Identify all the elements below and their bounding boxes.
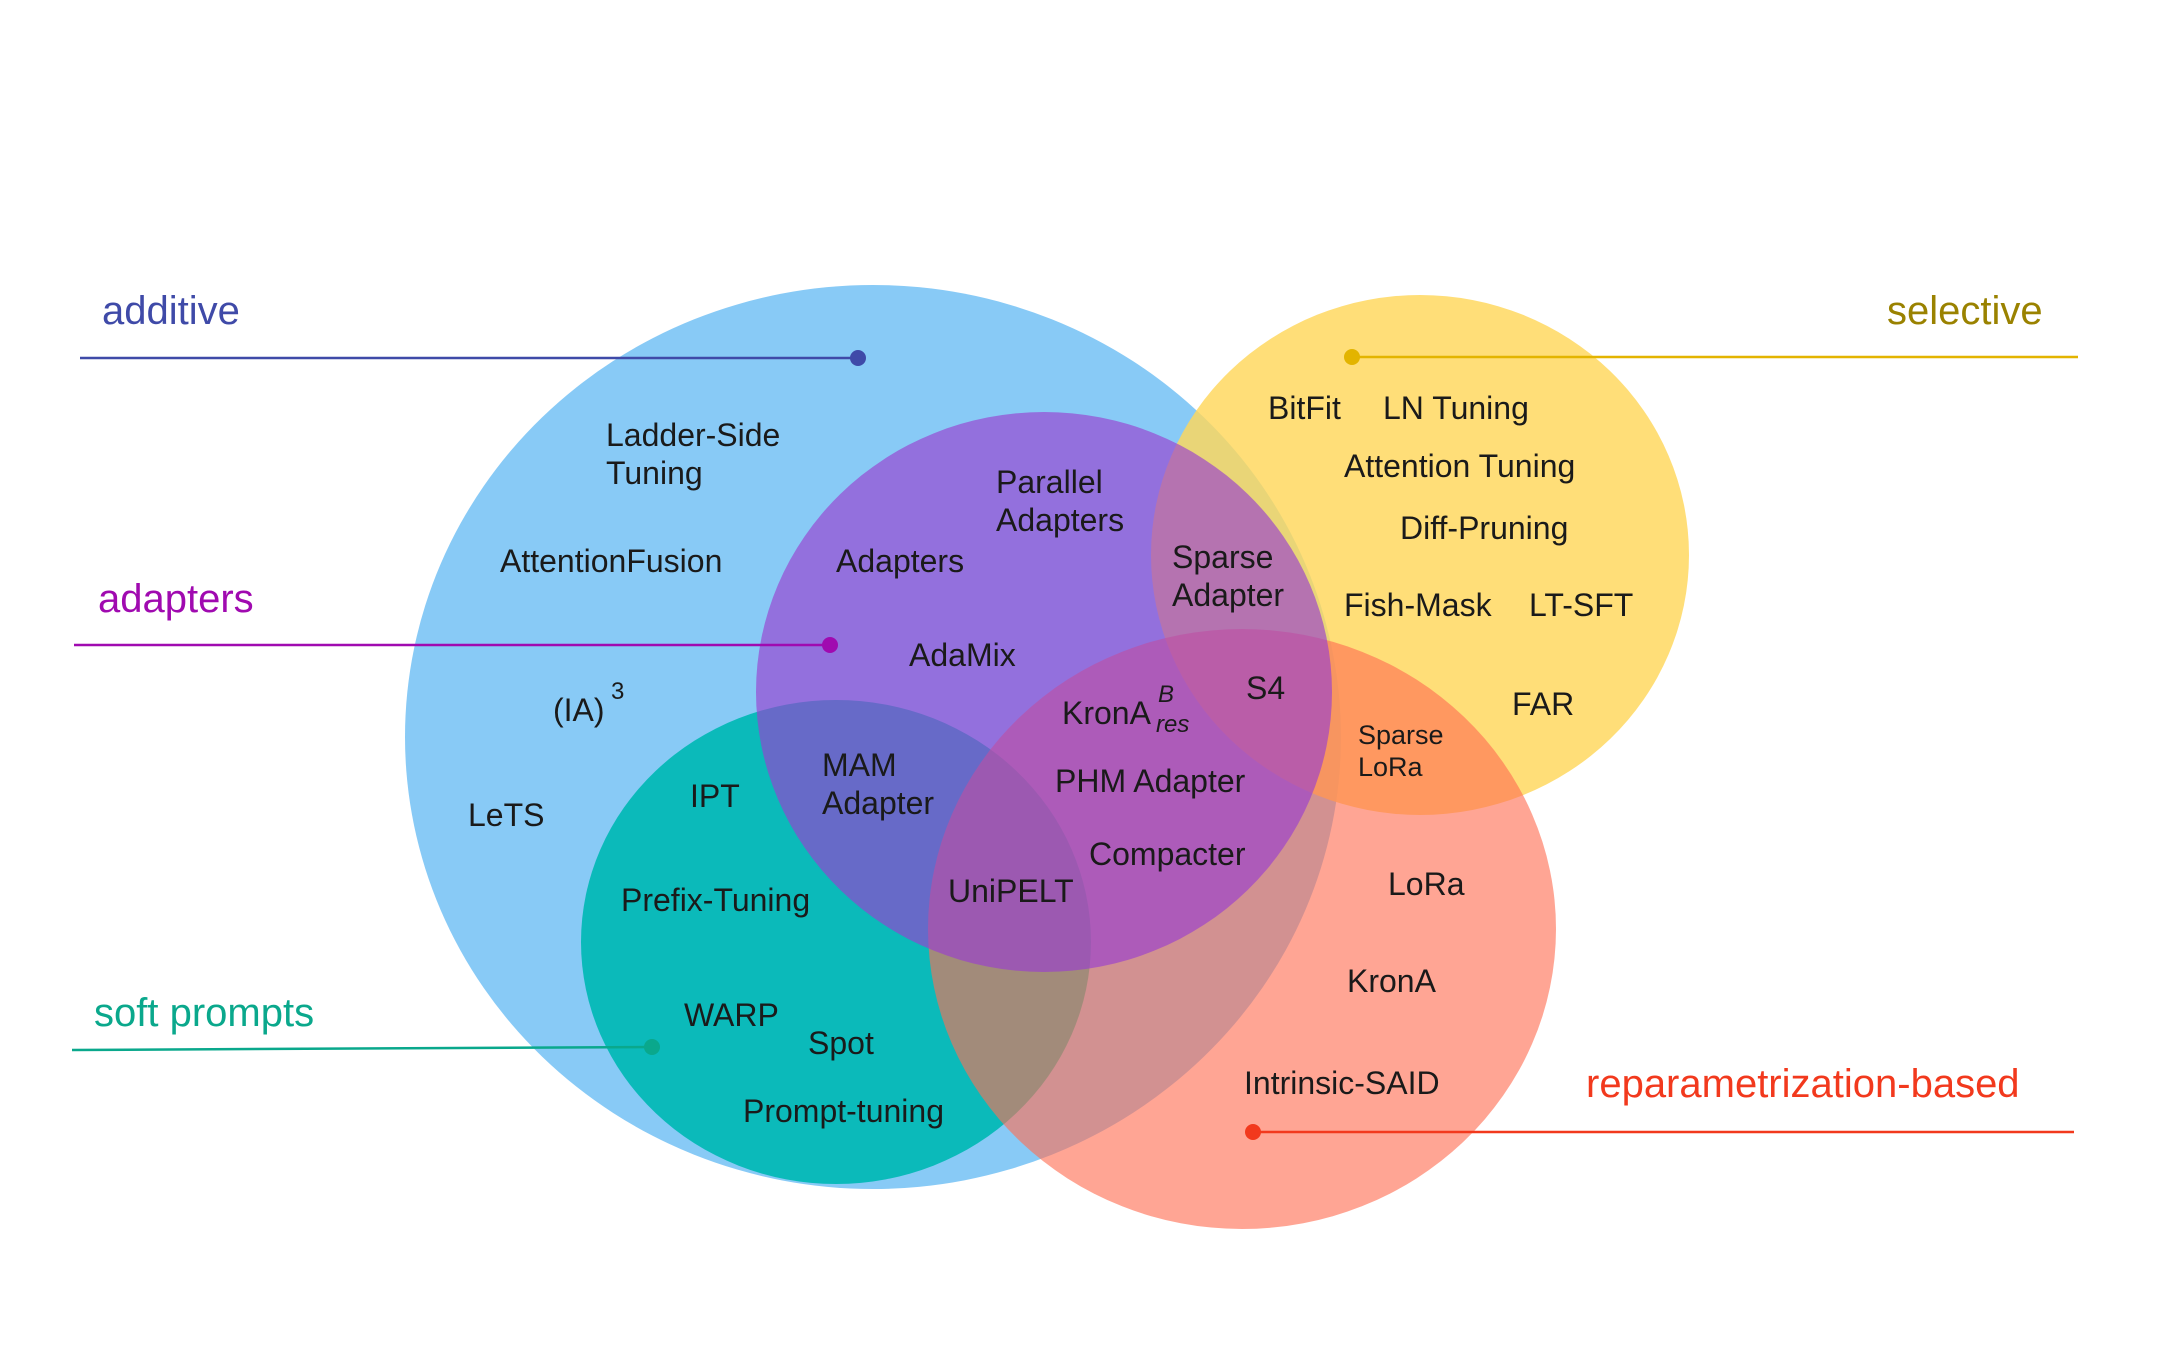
method-prompt-tuning: Prompt-tuning xyxy=(743,1093,944,1129)
method-krona-res-superscript: B xyxy=(1158,681,1175,708)
method-lets: LeTS xyxy=(468,797,545,833)
method-sparse-lora-line1: Sparse xyxy=(1358,720,1444,750)
label-soft-prompts: soft prompts xyxy=(94,991,315,1035)
method-attentionfusion: AttentionFusion xyxy=(500,543,723,579)
method-mam-adapter-line1: MAM xyxy=(822,747,897,783)
method-unipelt: UniPELT xyxy=(948,873,1074,909)
method-ladder-side-tuning: Ladder-Side Tuning xyxy=(606,417,780,493)
circle-adapters xyxy=(756,412,1332,972)
method-phm-adapter: PHM Adapter xyxy=(1055,763,1246,799)
method-parallel-adapters: Parallel Adapters xyxy=(996,464,1124,540)
label-reparametrization: reparametrization-based xyxy=(1586,1062,2020,1106)
label-selective: selective xyxy=(1887,289,2043,333)
method-warp: WARP xyxy=(684,997,779,1033)
method-spot: Spot xyxy=(808,1025,874,1061)
method-mam-adapter-line2: Adapter xyxy=(822,784,935,821)
method-ia3-base: (IA) xyxy=(553,692,605,728)
method-parallel-adapters-line1: Parallel xyxy=(996,464,1103,500)
method-sparse-adapter-line1: Sparse xyxy=(1172,539,1274,575)
method-mam-adapter: MAM Adapter xyxy=(822,747,934,823)
method-compacter: Compacter xyxy=(1089,836,1246,872)
method-krona-res-base: KronA xyxy=(1062,695,1151,731)
method-ladder-side-tuning-line2: Tuning xyxy=(606,454,703,491)
method-diff-pruning: Diff-Pruning xyxy=(1400,510,1569,546)
leader-line-soft-prompts xyxy=(71,1045,653,1052)
label-additive: additive xyxy=(102,289,240,333)
method-intrinsic-said: Intrinsic-SAID xyxy=(1244,1065,1440,1101)
method-s4: S4 xyxy=(1246,670,1286,706)
method-attention-tuning: Attention Tuning xyxy=(1344,448,1576,484)
leader-dot-soft-prompts xyxy=(644,1039,660,1055)
leader-dot-selective xyxy=(1344,349,1360,365)
method-sparse-adapter-line2: Adapter xyxy=(1172,576,1285,613)
method-lt-sft: LT-SFT xyxy=(1529,587,1634,623)
method-ladder-side-tuning-line1: Ladder-Side xyxy=(606,417,781,453)
method-ia3-superscript: 3 xyxy=(611,678,625,705)
method-sparse-lora: Sparse LoRa xyxy=(1358,720,1444,784)
method-sparse-adapter: Sparse Adapter xyxy=(1172,539,1284,615)
method-lora: LoRa xyxy=(1388,866,1465,902)
method-ipt: IPT xyxy=(690,778,740,814)
method-far: FAR xyxy=(1512,686,1575,722)
method-prefix-tuning: Prefix-Tuning xyxy=(621,882,811,918)
leader-dot-additive xyxy=(850,350,866,366)
method-adapters: Adapters xyxy=(836,543,965,579)
method-bitfit: BitFit xyxy=(1268,390,1341,426)
method-ia3: (IA)3 xyxy=(553,678,624,730)
method-krona: KronA xyxy=(1347,963,1436,999)
method-krona-res-subscript: res xyxy=(1156,711,1190,738)
leader-dot-reparametrization xyxy=(1245,1124,1261,1140)
method-ln-tuning: LN Tuning xyxy=(1383,390,1529,426)
method-adamix: AdaMix xyxy=(909,637,1016,673)
leader-dot-adapters xyxy=(822,637,838,653)
method-parallel-adapters-line2: Adapters xyxy=(996,501,1125,538)
label-adapters: adapters xyxy=(98,577,254,621)
method-fish-mask: Fish-Mask xyxy=(1344,587,1492,623)
method-sparse-lora-line2: LoRa xyxy=(1358,751,1423,782)
